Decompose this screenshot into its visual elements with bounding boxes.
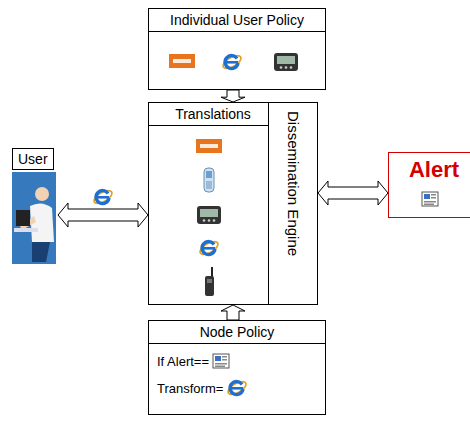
box-title: Node Policy — [149, 321, 325, 344]
rule-row: Transform= — [157, 377, 248, 399]
rule-text: If Alert== — [157, 354, 209, 369]
browser-icon — [226, 377, 248, 399]
block-arrow — [221, 305, 245, 320]
policy-box: Individual User Policy — [148, 8, 326, 90]
browser-icon — [92, 188, 114, 206]
rss-icon — [169, 54, 195, 72]
rule-row: If Alert== — [157, 353, 230, 369]
document-icon — [212, 353, 230, 369]
pager-icon — [196, 205, 222, 229]
translations-box: Translations — [148, 102, 277, 305]
engine-box: Dissemination Engine — [268, 102, 318, 305]
block-arrow — [221, 90, 245, 102]
radio-icon — [202, 267, 216, 301]
block-arrow — [58, 203, 148, 227]
document-icon — [421, 191, 439, 211]
user-label: User — [12, 148, 54, 170]
browser-icon — [221, 51, 243, 77]
box-title: Translations — [149, 103, 277, 126]
user-picture — [12, 172, 56, 268]
alert-label: Alert — [389, 157, 470, 183]
rss-icon — [196, 139, 222, 157]
box-title: Individual User Policy — [149, 9, 325, 32]
alert-box: Alert — [388, 152, 470, 218]
engine-label: Dissemination Engine — [285, 111, 302, 256]
user-figure: User — [12, 148, 58, 266]
block-arrow — [318, 181, 388, 205]
browser-icon — [198, 237, 220, 263]
policy-box: Node Policy If Alert== Transform= — [148, 320, 326, 415]
phone-icon — [202, 167, 216, 197]
pager-icon — [273, 52, 299, 76]
rule-text: Transform= — [157, 381, 223, 396]
